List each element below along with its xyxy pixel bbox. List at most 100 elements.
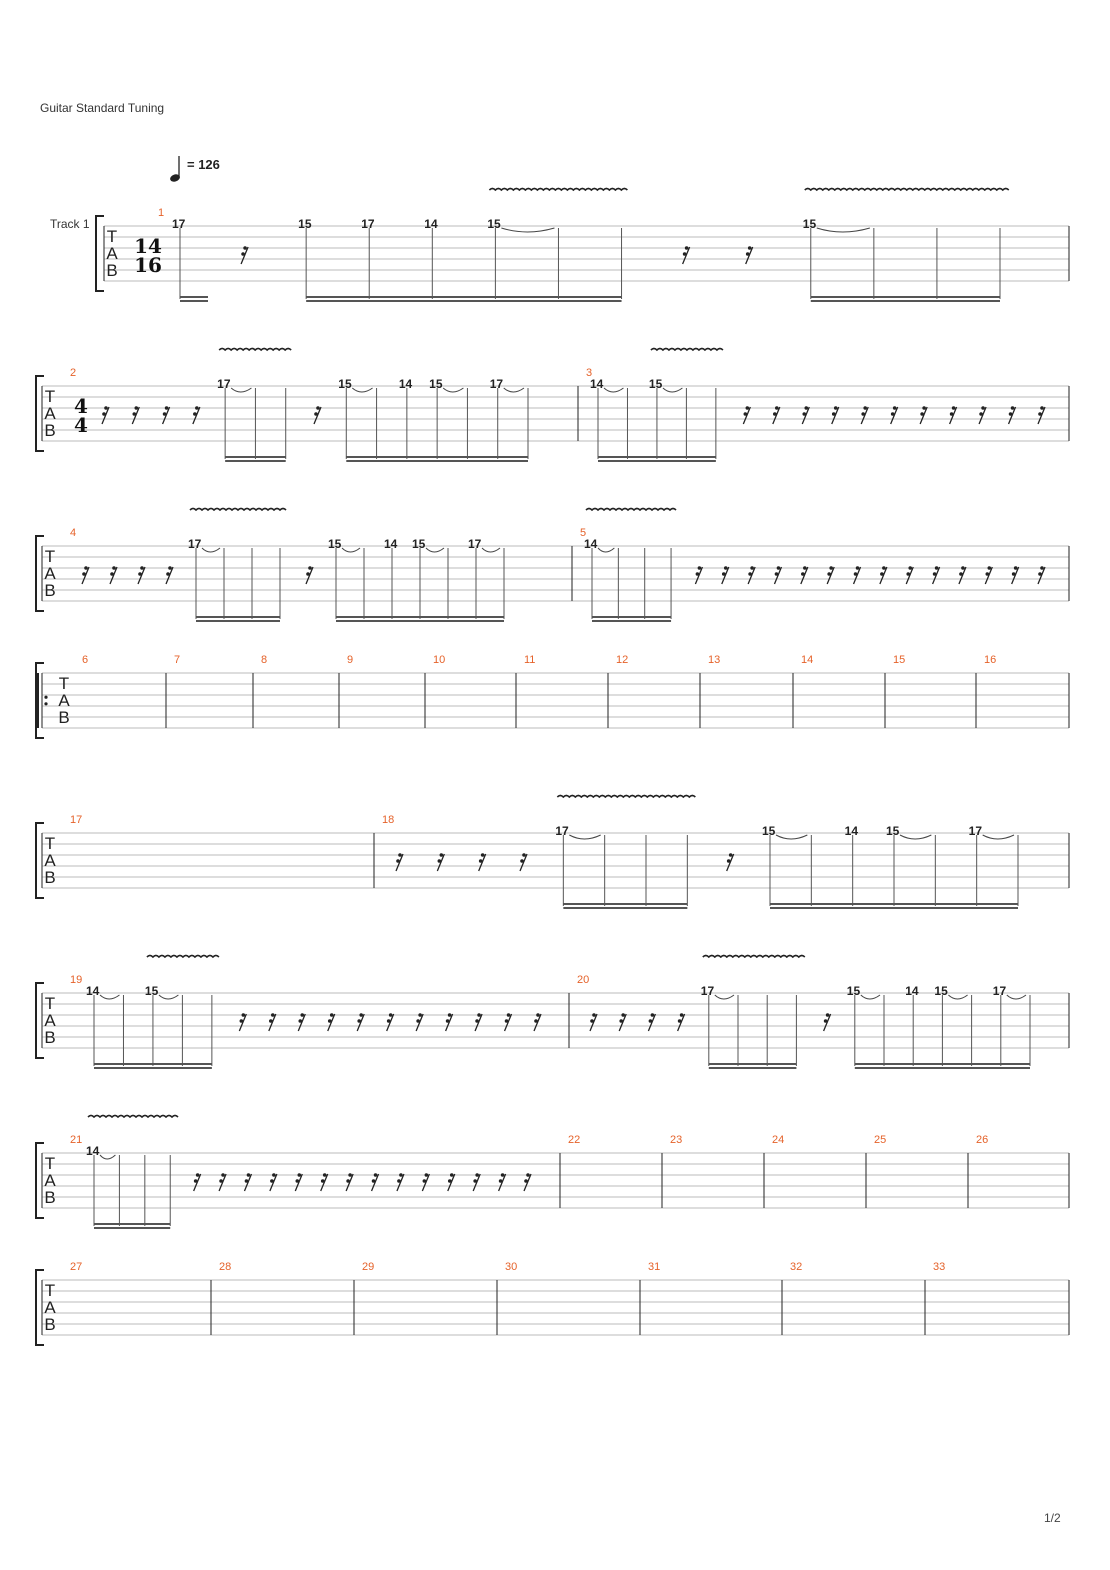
- beam: [346, 460, 528, 462]
- tab-clef-letter: B: [44, 868, 55, 887]
- beam: [196, 620, 280, 622]
- measure-number: 3: [586, 367, 592, 379]
- beam: [225, 456, 286, 458]
- beam: [94, 1067, 212, 1069]
- tab-clef-letter: A: [44, 1298, 56, 1317]
- tie-arc: [481, 547, 501, 553]
- vibrato-icon: [556, 794, 696, 799]
- tie-arc: [1006, 994, 1027, 1000]
- sixteenth-rest-icon: [240, 246, 249, 265]
- tab-clef-letter: A: [58, 691, 70, 710]
- sixteenth-rest-icon: [890, 406, 899, 425]
- tie-arc: [158, 994, 179, 1000]
- vibrato-icon: [702, 954, 806, 959]
- sixteenth-rest-icon: [131, 406, 140, 425]
- beam: [336, 620, 504, 622]
- tab-clef-letter: T: [45, 547, 55, 566]
- tie-arc: [501, 227, 555, 233]
- sixteenth-rest-icon: [81, 566, 90, 585]
- measure-number: 1: [158, 207, 164, 219]
- measure-number: 27: [70, 1261, 82, 1273]
- sixteenth-rest-icon: [345, 1173, 354, 1192]
- system-brace: [35, 982, 44, 1059]
- system-brace: [35, 1269, 44, 1346]
- measure-number: 31: [648, 1261, 660, 1273]
- sixteenth-rest-icon: [238, 1013, 247, 1032]
- tab-clef-letter: B: [44, 1315, 55, 1334]
- vibrato-icon: [189, 507, 287, 512]
- beam: [592, 620, 672, 622]
- sixteenth-rest-icon: [447, 1173, 456, 1192]
- vibrato-icon: [146, 954, 220, 959]
- beam: [225, 460, 286, 462]
- tab-clef-letter: A: [44, 1171, 56, 1190]
- measure-number: 18: [382, 814, 394, 826]
- fret-number: 14: [845, 824, 859, 838]
- time-sig-bottom: 16: [134, 253, 162, 277]
- tie-arc: [603, 387, 624, 393]
- fret-number: 15: [847, 984, 861, 998]
- sixteenth-rest-icon: [852, 566, 862, 585]
- measure-number: 29: [362, 1261, 374, 1273]
- measure-number: 30: [505, 1261, 517, 1273]
- measure-number: 2: [70, 367, 76, 379]
- sixteenth-rest-icon: [519, 853, 528, 872]
- fret-number: 14: [384, 537, 398, 551]
- sixteenth-rest-icon: [370, 1173, 380, 1192]
- sixteenth-rest-icon: [396, 1173, 405, 1192]
- fret-number: 15: [145, 984, 159, 998]
- tempo-value: = 126: [187, 157, 220, 172]
- sixteenth-rest-icon: [919, 406, 928, 425]
- system-brace: [35, 822, 44, 899]
- tie-arc: [201, 547, 221, 553]
- vibrato-icon: [218, 347, 292, 352]
- sixteenth-rest-icon: [503, 1013, 513, 1032]
- vibrato-icon: [650, 347, 724, 352]
- sixteenth-rest-icon: [721, 566, 730, 585]
- sixteenth-rest-icon: [978, 406, 987, 425]
- tab-clef-letter: B: [44, 421, 55, 440]
- sixteenth-rest-icon: [268, 1013, 277, 1032]
- beam: [346, 456, 528, 458]
- measure-number: 8: [261, 654, 267, 666]
- beam: [94, 1063, 212, 1065]
- sixteenth-rest-icon: [948, 406, 958, 425]
- sixteenth-rest-icon: [831, 406, 840, 425]
- measure-number: 33: [933, 1261, 945, 1273]
- sixteenth-rest-icon: [497, 1173, 507, 1192]
- sixteenth-rest-icon: [745, 246, 754, 265]
- measure-number: 7: [174, 654, 180, 666]
- tie-arc: [99, 1154, 116, 1160]
- fret-number: 15: [412, 537, 426, 551]
- fret-number: 15: [649, 377, 663, 391]
- measure-number: 16: [984, 654, 996, 666]
- tab-clef-letter: B: [58, 708, 69, 727]
- sixteenth-rest-icon: [800, 566, 809, 585]
- tab-clef-letter: B: [44, 1028, 55, 1047]
- fret-number: 14: [905, 984, 919, 998]
- fret-number: 17: [490, 377, 504, 391]
- tab-clef-letter: A: [44, 404, 56, 423]
- sixteenth-rest-icon: [218, 1173, 227, 1192]
- system-brace: [35, 535, 44, 612]
- tab-clef-letter: A: [44, 564, 56, 583]
- fret-number: 17: [993, 984, 1007, 998]
- fret-number: 17: [969, 824, 983, 838]
- measure-number: 12: [616, 654, 628, 666]
- page-number: 1/2: [1044, 1511, 1061, 1525]
- measure-number: 5: [580, 527, 586, 539]
- measure-number: 25: [874, 1134, 886, 1146]
- sixteenth-rest-icon: [137, 566, 146, 585]
- sixteenth-rest-icon: [1037, 406, 1046, 425]
- measure-number: 26: [976, 1134, 988, 1146]
- fret-number: 17: [172, 217, 186, 231]
- tie-arc: [816, 227, 870, 233]
- tie-arc: [860, 994, 881, 1000]
- fret-number: 15: [429, 377, 443, 391]
- fret-number: 14: [590, 377, 604, 391]
